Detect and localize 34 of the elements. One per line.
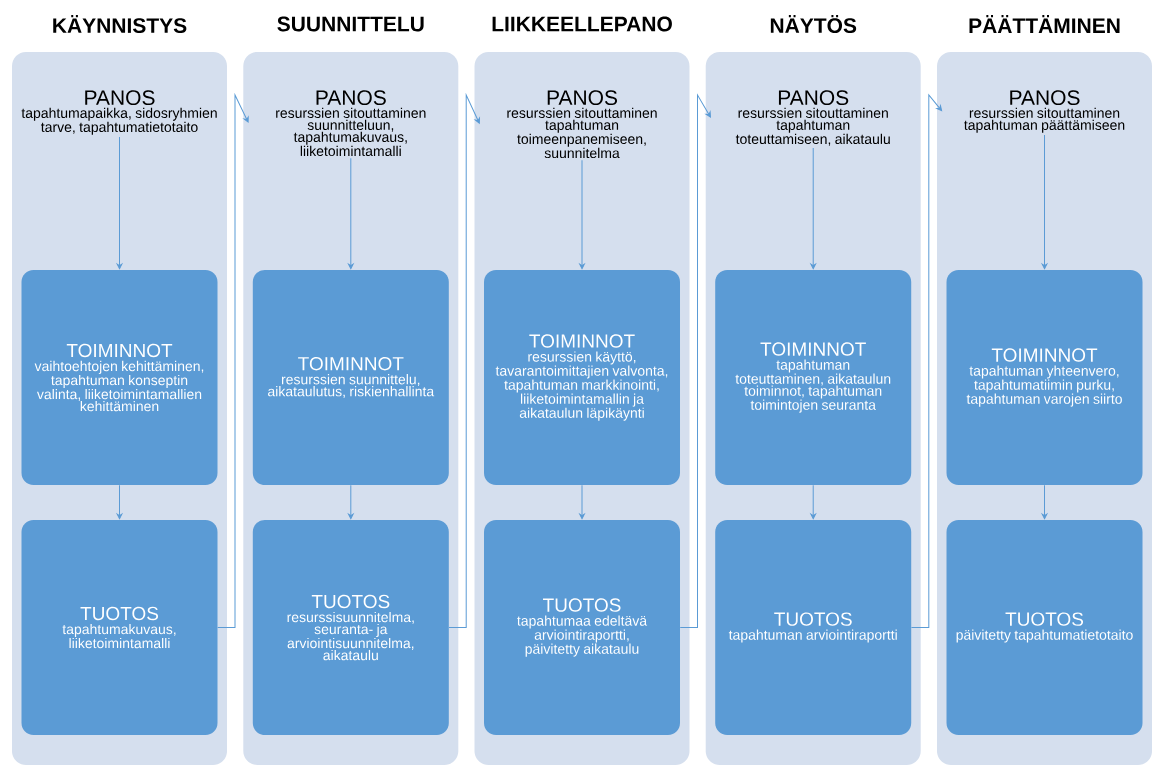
process-box: TOIMINNOT resurssien käyttö, tavarantoimittajien valvonta, tapahtuman markkinointi, liiketoimintamallin ja aikataulun läpikäynti [484, 270, 680, 485]
arrow [679, 94, 711, 628]
arrow [810, 484, 816, 520]
column-heading: KÄYNNISTYS [53, 14, 187, 34]
process-box: TOIMINNOT tapahtuman toteuttaminen, aikataulun toiminnot, tapahtuman toimintojen seuranta [715, 270, 912, 485]
process-box: TUOTOS päivitetty tapahtumatietotaito [946, 520, 1143, 735]
arrow [810, 147, 816, 270]
arrow [579, 484, 585, 520]
process-box: TUOTOS tapahtumakuvaus, liiketoimintamalli [21, 520, 218, 735]
process-box: TOIMINNOT vaihtoehtojen kehittäminen, tapahtuman konseptin valinta, liiketoimintamallien kehittäminen [21, 270, 218, 485]
arrow [1041, 484, 1048, 520]
arrow [116, 484, 123, 520]
column-heading: NÄYTÖS [770, 14, 857, 34]
arrow [348, 157, 354, 270]
process-box: TOIMINNOT resurssien suunnittelu, aikataulutus, riskienhallinta [252, 270, 449, 485]
process-box: TOIMINNOT tapahtuman yhteenvero, tapahtumatiimin purku, tapahtuman varojen siirto [946, 270, 1143, 485]
arrow [579, 159, 585, 270]
input-text: PANOS resurssien sitouttaminen tapahtuman toimeenpanemiseen, suunnitelma [507, 90, 657, 159]
input-text: PANOS tapahtumapaikka, sidosryhmien tarve, tapahtumatietotaito [21, 90, 217, 135]
arrow [217, 94, 249, 628]
arrow [448, 94, 480, 628]
column-heading: LIIKKEELLEPANO [492, 16, 672, 32]
input-text: PANOS resurssien sitouttaminen suunnitteluun, tapahtumakuvaus, liiketoimintamalli [276, 90, 426, 157]
arrow [1041, 134, 1048, 270]
input-text: PANOS resurssien sitouttaminen tapahtuman toteuttamiseen, aikataulu [735, 90, 890, 146]
arrow [348, 484, 354, 520]
process-box: TUOTOS tapahtumaa edeltävä arviointiraportti, päivitetty aikataulu [484, 520, 680, 735]
process-box: TUOTOS tapahtuman arviointiraportti [715, 520, 912, 735]
column-heading: PÄÄTTÄMINEN [969, 15, 1120, 33]
arrow [910, 94, 943, 628]
arrow [116, 136, 123, 270]
column-heading: SUUNNITTELU [277, 16, 424, 32]
process-box: TUOTOS resurssisuunnitelma, seuranta- ja arviointisuunnitelma, aikataulu [252, 520, 449, 735]
input-text: PANOS resurssien sitouttaminen tapahtuman päättämiseen [964, 90, 1125, 133]
